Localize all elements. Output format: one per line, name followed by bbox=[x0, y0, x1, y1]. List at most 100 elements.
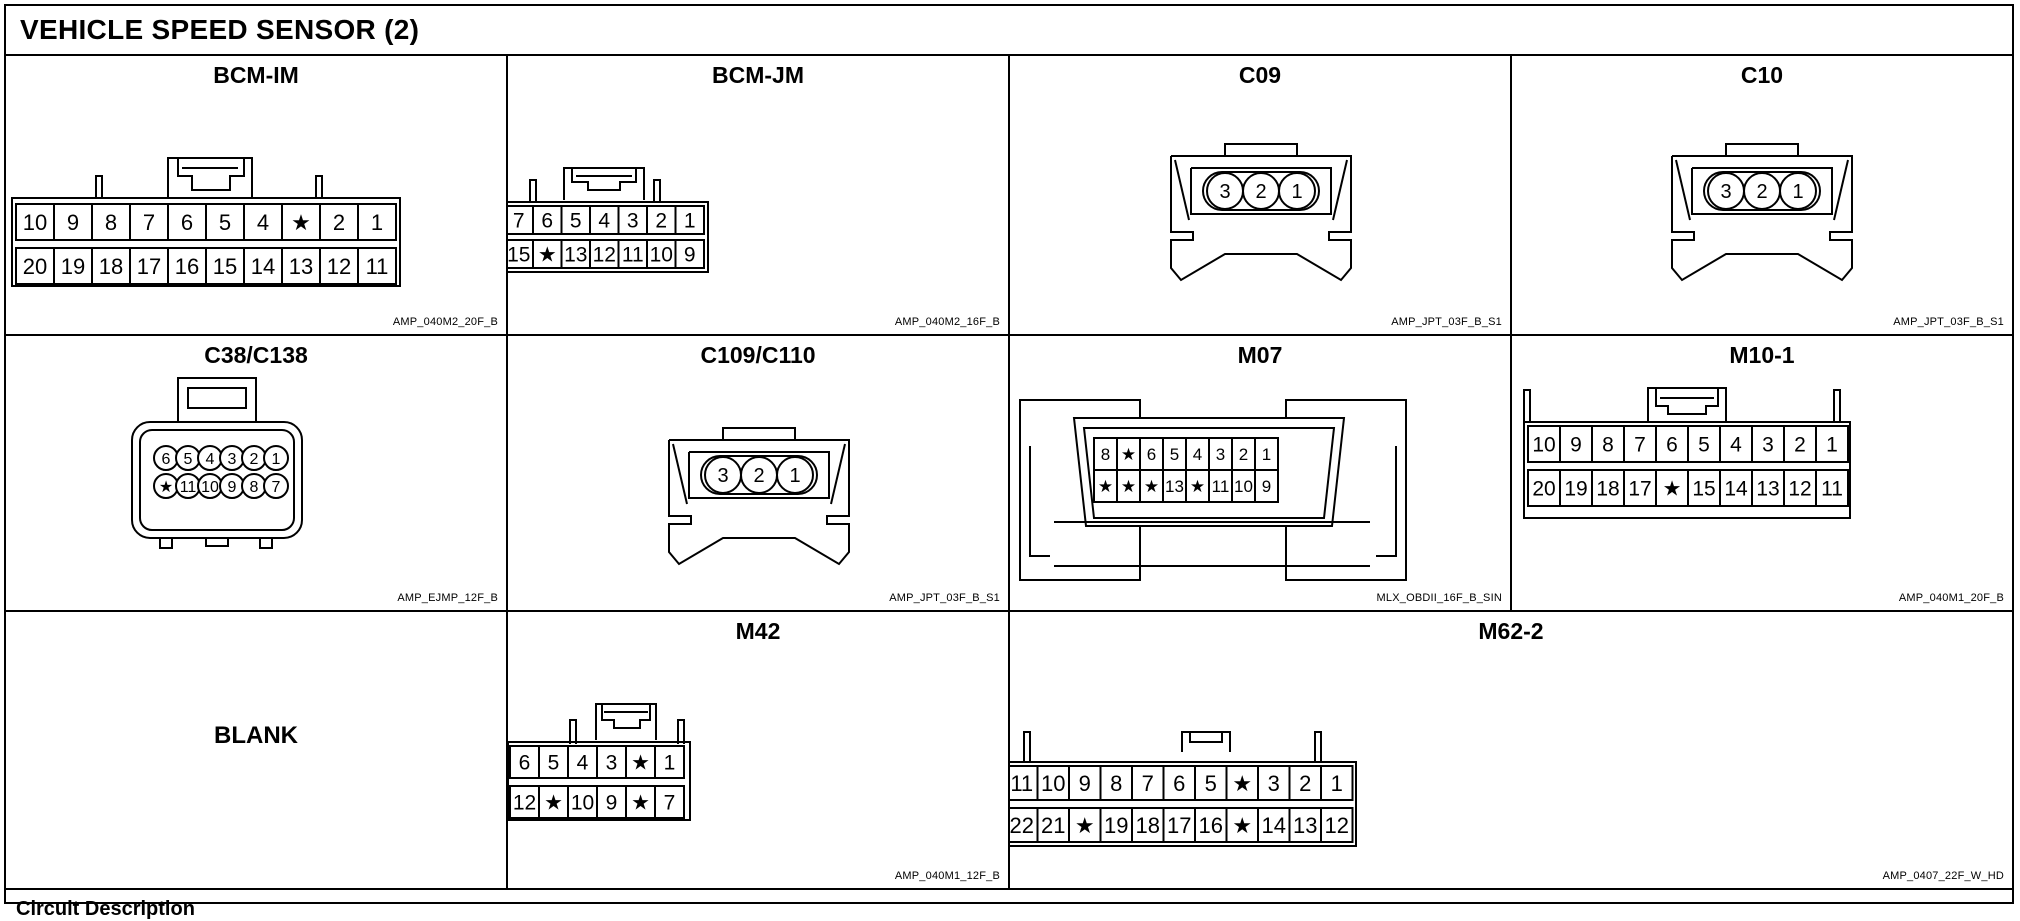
connector-title: C09 bbox=[1238, 62, 1282, 88]
pin-label: 5 bbox=[548, 752, 560, 775]
connector-outline bbox=[722, 427, 796, 440]
connector-part-code: AMP_JPT_03F_B_S1 bbox=[1391, 316, 1502, 328]
pin-label: 12 bbox=[327, 254, 351, 279]
pin-label: 13 bbox=[289, 254, 313, 279]
connector-outline bbox=[1189, 732, 1223, 743]
pin-label: 19 bbox=[1564, 478, 1587, 501]
pin-label: 9 bbox=[606, 792, 618, 815]
connector-part-code: AMP_JPT_03F_B_S1 bbox=[1893, 316, 2004, 328]
pin-label: 5 bbox=[1170, 445, 1179, 464]
pin-label: 22 bbox=[1010, 813, 1034, 838]
connector-title: BCM-JM bbox=[712, 62, 804, 88]
pin-label: 1 bbox=[1262, 445, 1271, 464]
connector-outline bbox=[1691, 167, 1833, 215]
pin-label: 7 bbox=[513, 210, 525, 233]
connector-inner bbox=[1082, 427, 1336, 519]
pin-circle bbox=[1278, 172, 1316, 210]
connector-body bbox=[1523, 421, 1851, 519]
connector-outline bbox=[688, 451, 830, 499]
pin-label: 12 bbox=[1325, 813, 1349, 838]
pin-label: 7 bbox=[143, 210, 155, 235]
pin-label: 5 bbox=[219, 210, 231, 235]
pin-label: 7 bbox=[272, 479, 281, 496]
pin-label: 19 bbox=[1104, 813, 1128, 838]
pin-label: 19 bbox=[61, 254, 85, 279]
connector-outline bbox=[95, 175, 103, 198]
connector-outline bbox=[595, 703, 657, 740]
pin-label: 8 bbox=[1110, 771, 1122, 796]
pin-label: 2 bbox=[655, 210, 667, 233]
pin-label: 13 bbox=[564, 244, 587, 267]
pin-label: 3 bbox=[1268, 771, 1280, 796]
pin-label: 20 bbox=[1532, 478, 1555, 501]
connector-outline bbox=[1224, 143, 1298, 156]
connector-outline bbox=[1671, 155, 1853, 282]
connector-title: M10-1 bbox=[1729, 342, 1795, 368]
connector-outline bbox=[1190, 167, 1332, 215]
pin-label: 6 bbox=[519, 752, 531, 775]
connector-outline bbox=[1332, 159, 1348, 221]
connector-outline bbox=[1833, 159, 1849, 221]
pin-label: ★ bbox=[631, 752, 650, 775]
connector-title: M62-2 bbox=[1478, 618, 1544, 644]
pin-label: 3 bbox=[606, 752, 618, 775]
sheet-title: VEHICLE SPEED SENSOR (2) bbox=[20, 14, 420, 45]
connector-part-code: AMP_040M1_20F_B bbox=[1898, 592, 2004, 604]
pin-label: 9 bbox=[228, 479, 237, 496]
pin-label: 5 bbox=[570, 210, 582, 233]
connector-outline bbox=[569, 719, 577, 744]
pin-label: 12 bbox=[513, 792, 536, 815]
connector-title: BCM-IM bbox=[213, 62, 299, 88]
pin-label: 10 bbox=[1234, 477, 1253, 496]
pin-label: 12 bbox=[593, 244, 616, 267]
pin-label: 7 bbox=[664, 792, 676, 815]
connector-body bbox=[1010, 761, 1357, 847]
connector-part-code: MLX_OBDII_16F_B_SIN bbox=[1376, 592, 1502, 604]
pin-label: 7 bbox=[1634, 434, 1646, 457]
pin-label: 9 bbox=[1262, 477, 1271, 496]
pin-label: 9 bbox=[1079, 771, 1091, 796]
pin-label: ★ bbox=[1121, 477, 1136, 496]
pin-circle bbox=[263, 473, 289, 499]
connector-outline bbox=[259, 538, 273, 549]
connector-outline bbox=[1023, 731, 1031, 762]
connector-part-code: AMP_040M1_12F_B bbox=[894, 870, 1000, 882]
pin-label: 8 bbox=[1101, 445, 1110, 464]
connector-inner bbox=[139, 429, 295, 531]
pin-label: ★ bbox=[1190, 477, 1205, 496]
pin-label: 2 bbox=[1756, 181, 1767, 203]
connector-outline bbox=[677, 719, 685, 744]
pin-label: 10 bbox=[571, 792, 594, 815]
connector-body bbox=[11, 197, 401, 287]
connector-outline bbox=[1647, 387, 1727, 422]
connector-outline bbox=[563, 167, 645, 200]
connector-outline bbox=[830, 443, 846, 505]
pin-label: 8 bbox=[1602, 434, 1614, 457]
pin-label: 14 bbox=[1724, 478, 1748, 501]
pin-label: 10 bbox=[201, 479, 219, 496]
pin-label: 17 bbox=[1167, 813, 1191, 838]
pin-label: 4 bbox=[598, 210, 610, 233]
connector-outline bbox=[601, 704, 651, 729]
connector-title: M42 bbox=[735, 618, 781, 644]
pin-label: 9 bbox=[684, 244, 696, 267]
pin-label: 2 bbox=[1239, 445, 1248, 464]
pin-label: ★ bbox=[159, 479, 173, 496]
connector-title: M07 bbox=[1237, 342, 1283, 368]
pin-label: 1 bbox=[789, 465, 800, 487]
connector-outline bbox=[1181, 731, 1231, 752]
pin-label: 18 bbox=[1596, 478, 1619, 501]
pin-label: 2 bbox=[1299, 771, 1311, 796]
pin-label: 5 bbox=[1698, 434, 1710, 457]
